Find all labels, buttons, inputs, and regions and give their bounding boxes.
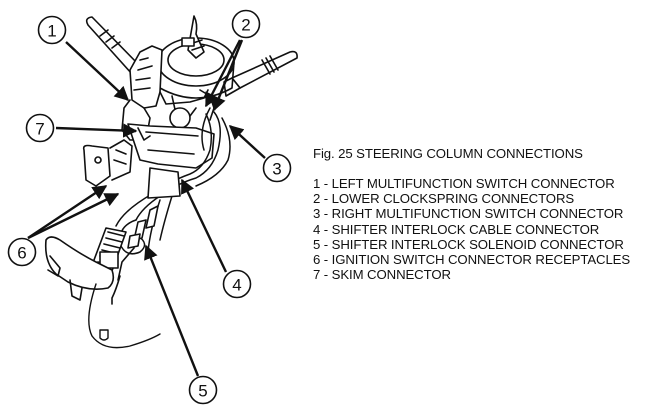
- leader-arrow-5: [144, 244, 200, 377]
- leader-arrow-7: [55, 123, 138, 138]
- leader-arrow-6a: [27, 185, 108, 239]
- callouts: 1 2 3 4 5 6 7: [7, 9, 292, 405]
- switch-housing: [121, 45, 215, 141]
- steering-column-drawing: [44, 15, 298, 349]
- legend-item: 4 - SHIFTER INTERLOCK CABLE CONNECTOR: [313, 221, 600, 237]
- callout-7: 7: [25, 113, 55, 143]
- interlock-cable: [88, 283, 161, 349]
- legend-list: 1 - LEFT MULTIFUNCTION SWITCH CONNECTOR …: [313, 176, 630, 282]
- callout-4-number: 4: [232, 276, 241, 295]
- callout-6-number: 6: [17, 244, 26, 263]
- callout-4: 4: [222, 269, 252, 299]
- mounting-bracket: [44, 236, 121, 305]
- callout-1: 1: [37, 15, 67, 45]
- leader-arrow-1: [65, 41, 130, 101]
- leader-arrow-6b: [27, 192, 120, 240]
- callout-5: 5: [188, 375, 218, 405]
- figure-caption: Fig. 25 STEERING COLUMN CONNECTIONS: [313, 146, 583, 161]
- callout-3-number: 3: [272, 160, 281, 179]
- callout-5-number: 5: [198, 382, 207, 401]
- callout-6: 6: [7, 237, 37, 267]
- callout-3: 3: [262, 153, 292, 183]
- ignition-switch: [82, 139, 133, 187]
- callout-7-number: 7: [35, 120, 44, 139]
- leader-arrow-2a: [204, 39, 242, 108]
- callout-2: 2: [231, 9, 261, 39]
- legend-item: 7 - SKIM CONNECTOR: [313, 267, 451, 283]
- shifter-interlock-connectors: [117, 205, 159, 281]
- leader-arrows: [27, 39, 266, 377]
- legend-item: 3 - RIGHT MULTIFUNCTION SWITCH CONNECTOR: [313, 206, 624, 222]
- clockspring: [157, 15, 235, 99]
- legend-item: 6 - IGNITION SWITCH CONNECTOR RECEPTACLE…: [313, 252, 631, 268]
- callout-1-number: 1: [47, 22, 56, 41]
- leader-arrow-2b: [212, 39, 244, 112]
- legend-item: 2 - LOWER CLOCKSPRING CONNECTORS: [313, 191, 575, 207]
- callout-2-number: 2: [241, 16, 250, 35]
- leader-arrow-4: [180, 178, 228, 273]
- skim-module: [127, 123, 215, 169]
- leader-arrow-3: [228, 125, 266, 159]
- legend-item: 5 - SHIFTER INTERLOCK SOLENOID CONNECTOR: [313, 236, 624, 252]
- legend-item: 1 - LEFT MULTIFUNCTION SWITCH CONNECTOR: [313, 176, 615, 191]
